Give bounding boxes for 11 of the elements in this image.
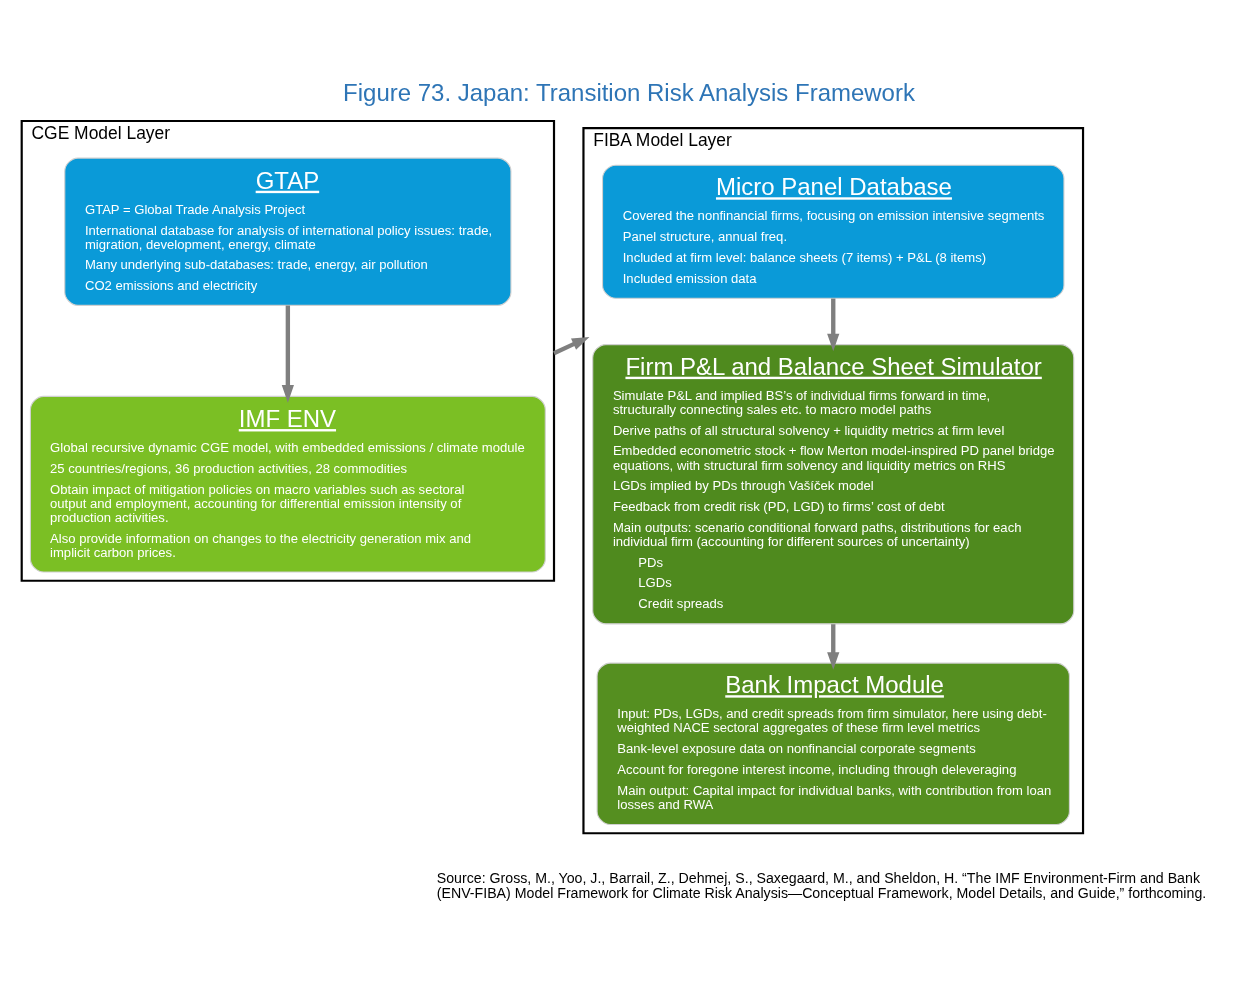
arrow [553, 336, 590, 356]
arrow [827, 298, 840, 352]
node-box: Bank Impact Module Input: PDs, LGDs, and credit spreads from firm simulator, here using debt-weighted NACE sectoral aggregates of these firm level metrics Bank-level exposure data on nonfinancial corporate segments Account for foregone interest income, including through deleveraging Main output: Capital impact for individual banks, with contribution from loan losses and RWA [596, 662, 1070, 826]
node-box: IMF ENV Global recursive dynamic CGE model, with embedded emissions / climate module 25 countries/regions, 36 production activities, 28 commodities Obtain impact of mitigation policies on macro variables such as sectoral output and employment, accounting for differential emission intensity of production activities. Also provide information on changes to the electricity generation mix and implicit carbon prices. [29, 395, 546, 573]
node-box: GTAP GTAP = Global Trade Analysis Project International database for analysis of international policy issues: trade, migration, development, energy, climate Many underlying sub-databases: trade, energy, air pollution CO2 emissions and electricity [64, 157, 512, 306]
caption: Source: Gross, M., Yoo, J., Barrail, Z., Dehmej, S., Saxegaard, M., and Sheldon, H. “The IMF Environment-Firm and Bank (ENV-FIBA) Model Framework for Climate Risk Analysis—Conceptual Framework, Model Details, and Guide,” forthcoming. [436, 869, 1207, 902]
arrow [827, 624, 840, 670]
node-box: Firm P&L and Balance Sheet Simulator Simulate P&L and implied BS’s of individual firms forward in time, structurally connecting sales etc. to macro model paths Derive paths of all structural solvency + liquidity metrics at firm level Embedded econometric stock + flow Merton model-inspired PD panel bridge equations, with structural firm solvency and liquidity metrics on RHS LGDs implied by PDs through Vašíček model Feedback from credit risk (PD, LGD) to firms’ cost of debt Main outputs: scenario conditional forward paths, distributions for each individual firm (accounting for different sources of uncertainty) PDs LGDs Credit spreads [592, 344, 1075, 625]
arrow [281, 305, 294, 403]
node-box: Micro Panel Database Covered the nonfinancial firms, focusing on emission intensive segments Panel structure, annual freq. Included at firm level: balance sheets (7 items) + P&L (8 items) Included emission data [602, 164, 1065, 299]
diagram-title: Figure 73. Japan: Transition Risk Analysis Framework [343, 78, 915, 106]
